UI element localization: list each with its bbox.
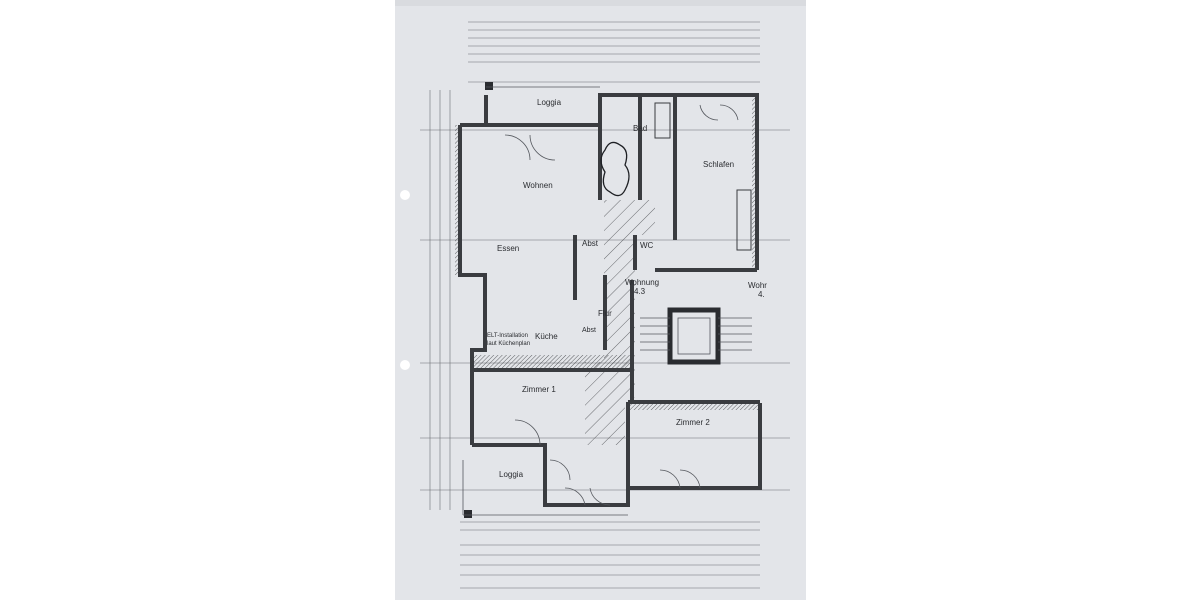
room-abst-top: Abst [582,239,599,248]
room-wohnung-number: 4.3 [634,287,646,296]
elevator-shaft [667,307,721,365]
dimension-lines-bottom [460,521,760,589]
room-wohnung-right: Wohr [748,281,767,290]
room-flur: Flur [598,309,612,318]
room-zimmer-2: Zimmer 2 [676,418,710,427]
door-swing [659,469,701,489]
staircase [640,317,752,351]
punch-hole [400,190,410,200]
room-wc: WC [640,241,654,250]
room-abst-bottom: Abst [582,327,596,334]
bathtub [654,102,671,139]
paper-sheet [395,0,806,600]
revision-cloud [600,141,630,197]
dimension-lines-top [468,21,760,83]
room-kueche: Küche [535,332,558,341]
room-schlafen: Schlafen [703,160,734,169]
room-zimmer-1: Zimmer 1 [522,385,556,394]
walls [455,82,762,518]
door-swing [514,419,541,446]
dimension-lines-left [429,90,451,510]
punch-hole [400,360,410,370]
room-loggia-top: Loggia [537,98,562,107]
elt-note-line2: laut Küchenplan [487,341,530,347]
door-swing [549,459,611,506]
room-wohnung-right-number: 4. [758,290,765,299]
elt-note-line1: ELT-Installation [487,333,528,339]
door-swing [699,104,739,121]
room-labels: Loggia Bad Schlafen Wohnen Essen Abst WC… [487,98,767,479]
shower-tray [736,189,752,251]
corridor-hatch [585,200,655,445]
room-loggia-bottom: Loggia [499,470,524,479]
door-swing [504,134,556,161]
room-bad: Bad [633,124,647,133]
room-essen: Essen [497,244,519,253]
room-wohnen: Wohnen [523,181,553,190]
room-wohnung: Wohnung [625,278,659,287]
